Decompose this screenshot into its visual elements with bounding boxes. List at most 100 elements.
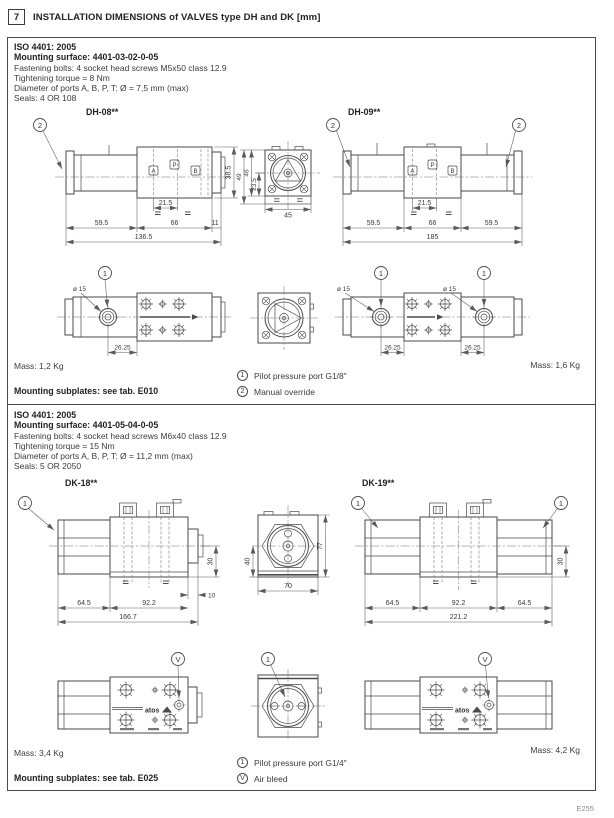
dim-label: 30 (558, 558, 565, 566)
override-marker-circle (512, 118, 526, 132)
override-marker-label: 2 (517, 121, 521, 130)
dh08-model-label: DH-08** (86, 107, 119, 117)
bleed-marker-label: V (482, 655, 487, 664)
main-frame (7, 37, 596, 791)
dh-spec-line: Fastening bolts: 4 socket head screws M5… (14, 62, 227, 73)
dim-label: 70 (284, 583, 292, 590)
dh09-model-label: DH-09** (348, 107, 381, 117)
dh-spec-line: Seals: 4 OR 108 (14, 93, 77, 104)
section-divider (7, 404, 596, 405)
dh-iso-standard: ISO 4401: 2005 (14, 42, 77, 52)
dh-subplates-ref: Mounting subplates: see tab. E010 (14, 386, 159, 396)
bleed-marker-circle (478, 652, 492, 666)
note-text: Pilot pressure port G1/4" (254, 757, 347, 768)
dim-label: 77 (317, 542, 324, 550)
dim-label: 11 (211, 220, 218, 227)
dim-label: ø 15 (337, 286, 350, 293)
dh-drawings: 2 A P B 38.5 21.5 (33, 118, 532, 356)
dk18-model-label: DK-18** (65, 478, 98, 488)
dim-label: 92.2 (142, 600, 156, 607)
dh-note-override: 2 Manual override (237, 386, 315, 397)
pilot-marker-label: 1 (266, 655, 270, 664)
pilot-marker-label: 1 (559, 499, 563, 508)
dh08-side-view: 2 A P B 38.5 21.5 (33, 118, 238, 246)
dim-label: 21.5 (159, 200, 173, 207)
dim-label: 26.25 (464, 345, 481, 352)
dh-end-view-bottom (250, 286, 318, 350)
dk-iso-standard: ISO 4401: 2005 (14, 410, 77, 420)
dh09-mass: Mass: 1,6 Kg (530, 360, 580, 370)
dk-spec-line: Fastening bolts: 4 socket head screws M6… (14, 430, 227, 441)
dk-end-view-bottom: 1 (251, 652, 325, 739)
dk-note-bleed: V Air bleed (237, 773, 288, 784)
dim-label: ø 15 (443, 286, 456, 293)
override-marker-label: 2 (331, 121, 335, 130)
pilot-marker-label: 1 (379, 269, 383, 278)
section-number-box: 7 (8, 9, 25, 25)
dk-drawings: 1 30 10 (18, 496, 570, 739)
dim-label: 45 (284, 213, 292, 220)
dk18-mass: Mass: 3,4 Kg (14, 748, 64, 758)
dim-label: 21.5 (418, 200, 432, 207)
brand-logo-triangle (472, 706, 482, 713)
dk19-model-label: DK-19** (362, 478, 395, 488)
override-marker-circle (33, 118, 47, 132)
port-label-p: P (430, 163, 434, 169)
dim-label: 59.5 (95, 220, 109, 227)
dk19-side-view: 1 1 30 (351, 496, 570, 626)
page-code: E255 (576, 804, 594, 813)
dk-end-view: 40 77 70 (245, 505, 330, 595)
dh-mounting-surface: Mounting surface: 4401-03-02-0-05 (14, 52, 159, 63)
dk-mounting-surface: Mounting surface: 4401-05-04-0-05 (14, 420, 159, 431)
dh08-mass: Mass: 1,2 Kg (14, 361, 64, 371)
pilot-marker-circle (351, 496, 365, 510)
dim-label: 38.5 (226, 166, 233, 180)
bleed-marker-label: V (175, 655, 180, 664)
note-symbol-circle: 1 (237, 370, 248, 381)
dh-spec-line: Tightening torque = 8 Nm (14, 72, 110, 83)
note-symbol-circle: 2 (237, 386, 248, 397)
dim-label: 10 (208, 593, 216, 600)
dk18-side-view: 1 30 10 (18, 496, 220, 626)
note-symbol-circle: 1 (237, 757, 248, 768)
dim-label: 64.5 (518, 600, 532, 607)
dim-label: 185 (427, 234, 439, 241)
brand-logo-triangle (162, 706, 172, 713)
port-label-a: A (151, 169, 155, 175)
dim-label: 166.7 (119, 614, 137, 621)
note-symbol-circle: V (237, 773, 248, 784)
dk-spec-block: ISO 4401: 2005 Mounting surface: 4401-05… (14, 410, 227, 472)
dim-label: 26.25 (384, 345, 401, 352)
dh-note-pilot: 1 Pilot pressure port G1/8" (237, 370, 347, 381)
dim-label: 64.5 (386, 600, 400, 607)
note-text: Manual override (254, 386, 315, 397)
pilot-marker-circle (18, 496, 32, 510)
dim-label: 92.2 (452, 600, 466, 607)
dh09-bottom-view: 1 1 ø 15 ø 15 26.25 26. (335, 266, 530, 356)
port-label-p: P (172, 163, 176, 169)
dim-label: 59.5 (485, 220, 499, 227)
dim-label: 26.25 (114, 345, 131, 352)
dim-label: 30 (208, 558, 215, 566)
dh-spec-block: ISO 4401: 2005 Mounting surface: 4401-03… (14, 42, 227, 104)
dk-spec-line: Diameter of ports A, B, P, T: Ø = 11,2 m… (14, 451, 193, 462)
pilot-marker-circle (554, 496, 568, 510)
pilot-marker-label: 1 (482, 269, 486, 278)
dk-spec-line: Seals: 5 OR 2050 (14, 461, 82, 472)
dim-label: 66 (429, 220, 437, 227)
port-label-b: B (193, 169, 197, 175)
dim-label: 49 (236, 173, 243, 181)
dim-label: ø 15 (73, 286, 86, 293)
pilot-marker-circle (261, 652, 275, 666)
pilot-marker-label: 1 (103, 269, 107, 278)
override-marker-circle (326, 118, 340, 132)
dh-end-view: 23.5 46 49 45 (236, 141, 320, 220)
dim-label: 23.5 (251, 178, 258, 191)
override-marker-label: 2 (38, 121, 42, 130)
dh-spec-line: Diameter of ports A, B, P, T: Ø = 7,5 mm… (14, 83, 189, 94)
dk19-mass: Mass: 4,2 Kg (530, 745, 580, 755)
dim-label: 64.5 (77, 600, 91, 607)
dim-label: 59.5 (367, 220, 381, 227)
page-title: INSTALLATION DIMENSIONS of VALVES type D… (33, 12, 321, 23)
